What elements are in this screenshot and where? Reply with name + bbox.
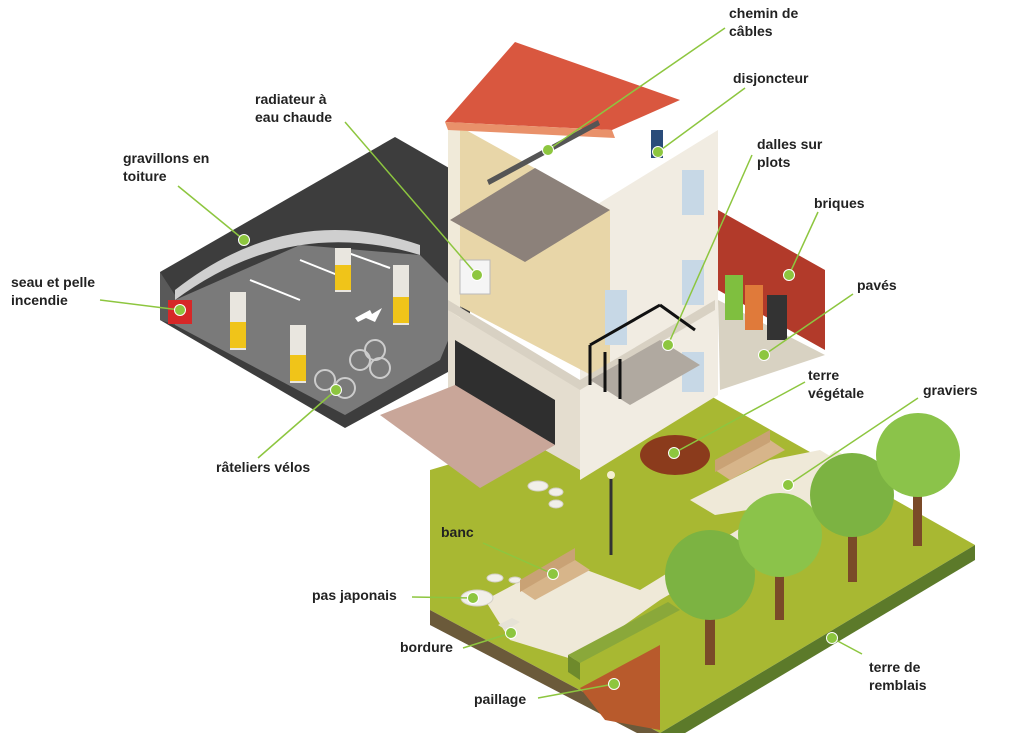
marker-rateliers-velos [330, 384, 342, 396]
label-pas-japonais: pas japonais [312, 587, 397, 603]
marker-briques [783, 269, 795, 281]
bench-front [520, 548, 590, 600]
label-banc: banc [441, 524, 474, 540]
marker-gravillons [238, 234, 250, 246]
label-dalles-sur-plots: dalles sur plots [757, 136, 823, 170]
label-disjoncteur: disjoncteur [733, 70, 809, 86]
label-gravillons: gravillons en toiture [123, 150, 210, 184]
label-briques: briques [814, 195, 865, 211]
marker-radiateur [471, 269, 483, 281]
marker-dalles-sur-plots [662, 339, 674, 351]
leader-lines [99, 27, 919, 699]
bench-back [715, 430, 785, 480]
markers [174, 144, 838, 690]
marker-paillage [608, 678, 620, 690]
marker-terre-vegetale [668, 447, 680, 459]
label-graviers: graviers [923, 382, 978, 398]
label-bordure: bordure [400, 639, 453, 655]
gravel-path [485, 450, 870, 660]
label-rateliers-velos: râteliers vélos [216, 459, 311, 475]
marker-disjoncteur [652, 146, 664, 158]
label-radiateur: radiateur à eau chaude [255, 91, 333, 125]
marker-banc [547, 568, 559, 580]
label-paves: pavés [857, 277, 897, 293]
car-park [160, 137, 470, 428]
marker-seau-pelle [174, 304, 186, 316]
label-chemin-de-cables: chemin de câbles [729, 5, 799, 39]
trees [665, 413, 960, 665]
garden-border [498, 602, 680, 680]
marker-terre-remblais [826, 632, 838, 644]
label-paillage: paillage [474, 691, 527, 707]
marker-chemin-de-cables [542, 144, 554, 156]
marker-paves [758, 349, 770, 361]
label-terre-remblais: terre de remblais [869, 659, 927, 693]
label-seau-pelle: seau et pelle incendie [11, 274, 96, 308]
marker-pas-japonais [467, 592, 479, 604]
label-terre-vegetale: terre végétale [808, 367, 865, 401]
marker-graviers [782, 479, 794, 491]
marker-bordure [505, 627, 517, 639]
bin-courtyard [718, 210, 825, 390]
